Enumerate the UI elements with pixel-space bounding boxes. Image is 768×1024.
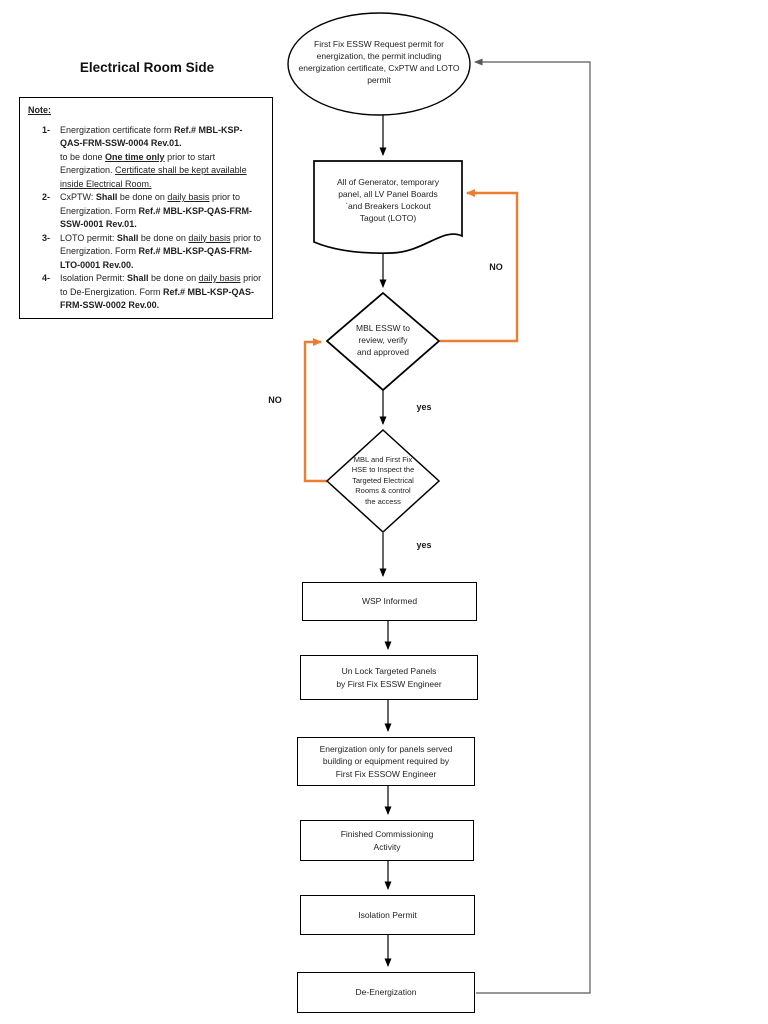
note-item-text: CxPTW: Shall be done on daily basis prio… (60, 192, 253, 229)
note-item-4: 4- Isolation Permit: Shall be done on da… (42, 272, 264, 313)
process-box-deenergization: De-Energization (297, 972, 475, 1013)
no-label-right: NO (489, 262, 503, 272)
note-heading: Note: (28, 105, 51, 115)
no-label-left: NO (268, 395, 282, 405)
note-item-number: 2- (42, 192, 51, 202)
note-item-number: 4- (42, 273, 51, 283)
process-box-unlock-panels: Un Lock Targeted Panels by First Fix ESS… (300, 655, 478, 700)
note-item-number: 3- (42, 232, 51, 243)
note-item-text: Energization certificate form Ref.# MBL-… (60, 124, 247, 189)
start-ellipse (287, 12, 471, 116)
no-connector-decision1-to-document (440, 189, 519, 343)
process-box-wsp-informed: WSP Informed (302, 582, 477, 621)
yes-label-1: yes (416, 402, 432, 412)
process-box-energization-only: Energization only for panels served buil… (297, 737, 475, 786)
note-item-number: 1- (42, 124, 51, 135)
yes-label-2: yes (416, 540, 432, 550)
no-connector-decision2-to-decision1 (303, 338, 327, 483)
start-ellipse-label: First Fix ESSW Request permit for energi… (298, 39, 460, 85)
note-item-3: 3- LOTO permit: Shall be done on daily b… (42, 232, 264, 273)
document-shape-label: All of Generator, temporary panel, all L… (336, 177, 440, 223)
decision1-diamond (325, 291, 441, 392)
feedback-connector-deenergization-to-start (474, 58, 591, 994)
process-box-finished-commissioning: Finished Commissioning Activity (300, 820, 474, 861)
note-item-1: 1- Energization certificate form Ref.# M… (42, 124, 264, 192)
page-title: Electrical Room Side (79, 60, 215, 75)
note-item-text: LOTO permit: Shall be done on daily basi… (60, 232, 261, 270)
note-item-text: Isolation Permit: Shall be done on daily… (60, 273, 262, 310)
process-box-isolation-permit: Isolation Permit (300, 895, 475, 935)
document-shape (313, 160, 463, 254)
decision2-label: MBL and First Fix HSE to Inspect the Tar… (351, 454, 415, 506)
note-item-2: 2- CxPTW: Shall be done on daily basis p… (42, 191, 264, 232)
decision2-diamond (325, 428, 441, 534)
note-box: Note: 1- Energization certificate form R… (19, 97, 273, 319)
decision1-label: MBL ESSW to review, verify and approved (355, 323, 410, 357)
